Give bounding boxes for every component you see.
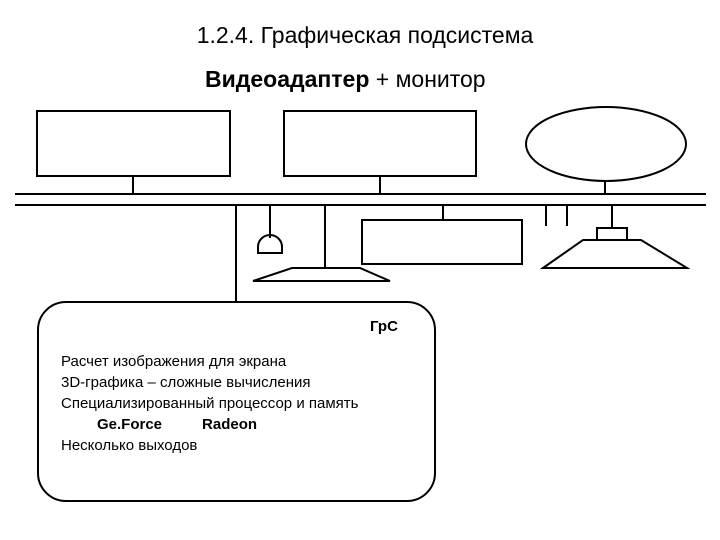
card-label: ГрС [370, 318, 398, 335]
printer-body [539, 239, 691, 269]
printer-top [596, 227, 628, 241]
card-line: Специализированный процессор и память [61, 395, 359, 412]
gpu-name-geforce: Ge.Force [97, 416, 163, 433]
lower-box [361, 219, 523, 265]
slide-title: 1.2.4. Графическая подсистема [196, 22, 534, 48]
card-line: 3D-графика – сложные вычисления [61, 374, 311, 391]
top-ellipse [525, 106, 687, 182]
gpu-names: Ge.Force Radeon [61, 414, 358, 435]
card-line: Расчет изображения для экрана [61, 353, 287, 370]
scanner-shape [252, 267, 391, 282]
card-text: Расчет изображения для экрана 3D-графика… [61, 351, 358, 456]
mouse-shape [257, 234, 283, 254]
subtitle-bold: Видеоадаптер [205, 66, 370, 92]
card-line: Несколько выходов [61, 437, 198, 454]
slide-subtitle: Видеоадаптер + монитор [205, 66, 486, 93]
subtitle-rest: + монитор [369, 66, 486, 92]
graphics-card-box [37, 301, 436, 502]
top-box-middle [283, 110, 477, 177]
top-box-left [36, 110, 231, 177]
gpu-name-radeon: Radeon [202, 416, 258, 433]
